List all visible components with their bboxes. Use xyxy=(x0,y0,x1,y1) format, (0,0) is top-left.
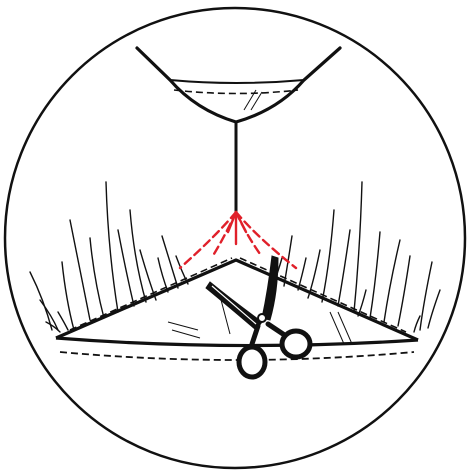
diagram-svg xyxy=(0,0,469,474)
sewing-diagram xyxy=(0,0,469,474)
